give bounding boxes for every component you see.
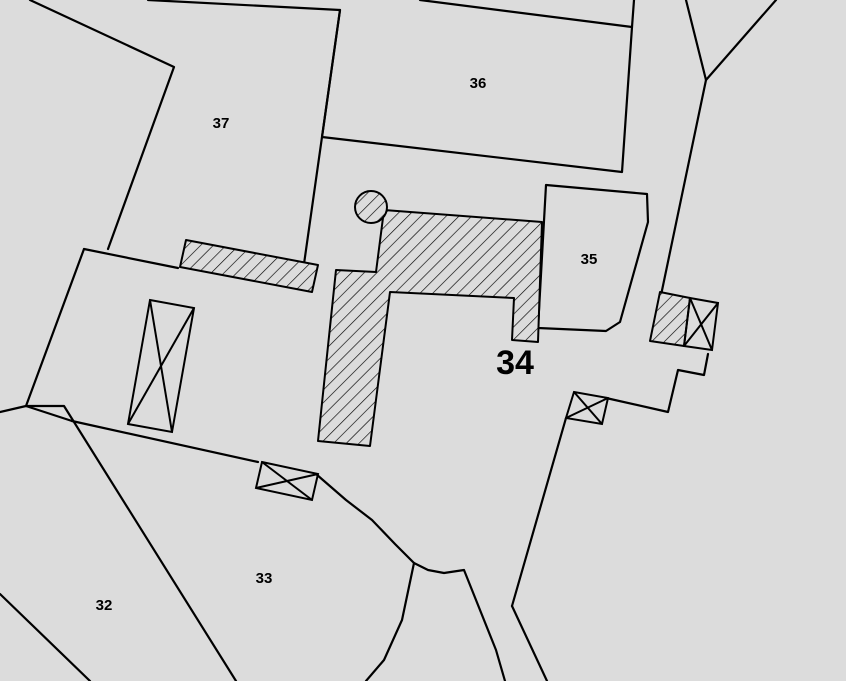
parcel-boundary-top <box>28 0 176 251</box>
structure-crossed-34 <box>564 390 610 426</box>
parcel-label-33: 33 <box>256 570 273 587</box>
building-hatched-north <box>179 239 319 293</box>
parcel-boundary-33-west <box>24 404 74 423</box>
parcel-boundary-34-curve <box>314 472 507 681</box>
structure-crossed-large <box>126 298 196 434</box>
parcel-label-34: 34 <box>496 344 534 382</box>
structure-crossed-south <box>254 460 320 502</box>
parcel-boundary-top-edge <box>146 0 634 174</box>
parcel-label-36: 36 <box>470 75 487 92</box>
building-round-tower <box>354 190 388 224</box>
parcel-boundary-33-road <box>510 604 549 681</box>
parcel-label-35: 35 <box>581 251 598 268</box>
parcel-boundary-34 <box>82 247 180 270</box>
parcel-boundary-36-right <box>630 0 636 29</box>
parcel-boundary-33-curve <box>364 561 416 681</box>
parcel-boundary-right-diagonal <box>704 0 778 82</box>
parcel-boundary-37-right <box>302 8 342 266</box>
structure-crossed-east <box>682 296 720 352</box>
parcel-boundary-32-left <box>0 592 92 681</box>
parcel-boundary-34-bottom <box>70 419 260 464</box>
parcel-label-32: 32 <box>96 597 113 614</box>
building-hatched-main <box>317 209 543 447</box>
parcel-boundary-32 <box>0 404 238 681</box>
parcel-boundary-34-left <box>24 247 86 408</box>
parcel-label-37: 37 <box>213 115 230 132</box>
parcel-boundary-34-right <box>510 416 568 608</box>
parcel-boundary-34-east <box>604 352 710 414</box>
